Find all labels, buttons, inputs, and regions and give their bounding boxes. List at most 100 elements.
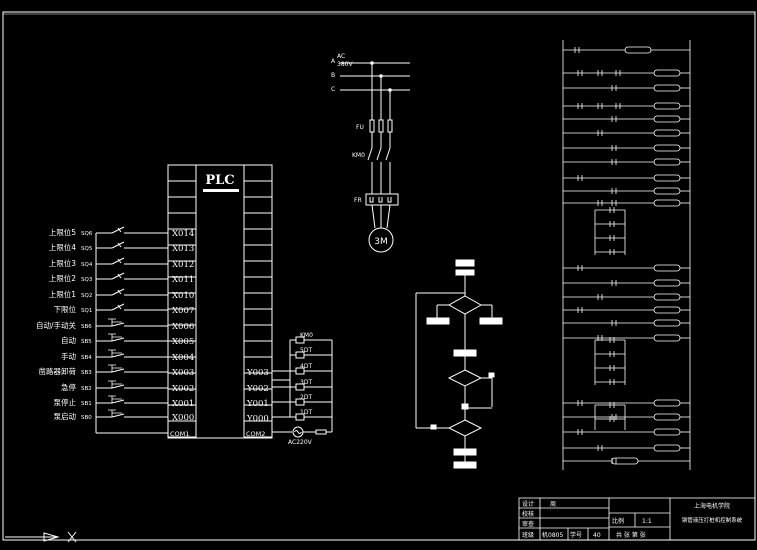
tb-row-design: 设计: [522, 500, 534, 508]
input-code: SQ3: [81, 277, 93, 283]
ladder-coil: [653, 413, 681, 421]
ladder-coil: [653, 334, 681, 342]
plc-output-circuit: Y003 4DT Y002 3DT Y001 2DT Y000 1DT KM0 5DT: [246, 332, 332, 424]
input-code: SB1: [81, 401, 92, 407]
motor-label: 3M: [374, 237, 388, 247]
tb-scale-value: 1:1: [642, 518, 652, 525]
push-button-contact: [108, 409, 122, 417]
button-contact: [111, 322, 125, 327]
button-contact: [111, 337, 125, 342]
limit-switch-actuator: [117, 273, 122, 279]
phase-c-label: C: [331, 86, 335, 93]
input-code: SQ1: [81, 308, 92, 314]
tb-drawing-title: 钢管液压打桩机控制系统: [682, 516, 743, 524]
limit-switch-contact: [111, 303, 125, 311]
limit-switch-contact: [111, 241, 125, 249]
ladder-coil: [653, 444, 681, 452]
tb-num-label: 学号: [570, 531, 582, 539]
ladder-coil: [653, 306, 681, 314]
input-address: X007: [172, 306, 194, 316]
coil-label: 2DT: [300, 394, 312, 401]
plc-title-bar: [203, 189, 239, 192]
output-address: Y001: [246, 399, 269, 409]
tb-designer: 周: [550, 501, 556, 508]
input-label: 上限位4: [49, 242, 76, 252]
input-label: 泵停止: [54, 397, 77, 407]
ac220-supply: [272, 340, 333, 438]
limit-switch-actuator: [117, 227, 122, 233]
relay-label: FR: [354, 197, 362, 204]
output-address: Y000: [246, 414, 269, 424]
input-address: X006: [172, 322, 194, 332]
push-button-contact: [108, 395, 122, 403]
plc-block: [167, 164, 273, 439]
limit-switch-contact: [111, 272, 125, 280]
phase-b-label: B: [331, 72, 335, 79]
coil-label: KM0: [300, 332, 313, 339]
contactor-label: KM0: [352, 152, 365, 159]
tb-row-review: 审查: [522, 520, 534, 528]
coil-label: 1DT: [300, 409, 312, 416]
ac220v-label: AC220V: [288, 439, 313, 446]
flowchart: [415, 259, 503, 469]
input-address: X004: [172, 353, 194, 363]
push-button-contact: [108, 333, 122, 341]
input-code: SQ4: [81, 262, 93, 268]
limit-switch-contact: [111, 257, 125, 265]
push-button-contact: [108, 380, 122, 388]
input-label: 急停: [61, 382, 76, 392]
input-label: 自动: [61, 335, 76, 345]
limit-switch-actuator: [117, 242, 122, 248]
input-address: X014: [172, 229, 194, 239]
ladder-coil: [653, 115, 681, 123]
input-address: X012: [172, 260, 194, 270]
button-contact: [111, 399, 125, 404]
button-contact: [111, 413, 125, 418]
ladder-coil: [653, 293, 681, 301]
input-address: X002: [172, 384, 194, 394]
coil-label: 3DT: [300, 379, 312, 386]
ladder-coil: [653, 174, 681, 182]
input-code: SB0: [81, 415, 92, 421]
tb-school: 上海电机学院: [694, 502, 730, 510]
input-address: X010: [172, 291, 194, 301]
ladder-coil: [653, 129, 681, 137]
push-button-contact: [108, 349, 122, 357]
input-label: 凿路器卸荷: [39, 366, 77, 376]
input-label: 手动: [61, 351, 76, 361]
output-address: Y003: [246, 368, 269, 378]
limit-switch-contact: [111, 288, 125, 296]
input-address: X000: [172, 413, 194, 423]
limit-switch-actuator: [117, 289, 122, 295]
input-label: 下限位: [54, 304, 77, 314]
input-label: 泵启动: [54, 411, 77, 421]
button-contact: [111, 368, 125, 373]
limit-switch-actuator: [117, 304, 122, 310]
input-code: SQ6: [81, 231, 93, 237]
ladder-coil: [653, 199, 681, 207]
ucs-icon: [5, 531, 77, 543]
ladder-coil: [624, 46, 652, 54]
phase-a-label: A: [331, 58, 336, 65]
power-circuit: [340, 61, 410, 253]
input-label: 上限位3: [49, 258, 76, 268]
input-address: X013: [172, 244, 194, 254]
limit-switch-actuator: [117, 258, 122, 264]
ladder-coil: [653, 279, 681, 287]
ladder-coil: [653, 102, 681, 110]
input-code: SB5: [81, 339, 92, 345]
com1-label: COM1: [170, 430, 189, 438]
input-label: 上限位2: [49, 273, 76, 283]
ladder-coil: [653, 158, 681, 166]
ladder-coil: [653, 84, 681, 92]
output-address: Y002: [246, 384, 269, 394]
coil-label: 5DT: [300, 347, 312, 354]
coil-label: 4DT: [300, 363, 312, 370]
ladder-coil: [653, 187, 681, 195]
ac-label: AC: [337, 53, 345, 60]
input-code: SB3: [81, 370, 92, 376]
ladder-coil: [653, 264, 681, 272]
tb-sheet: 共 张 第 张: [616, 531, 646, 539]
ladder-coil: [653, 428, 681, 436]
